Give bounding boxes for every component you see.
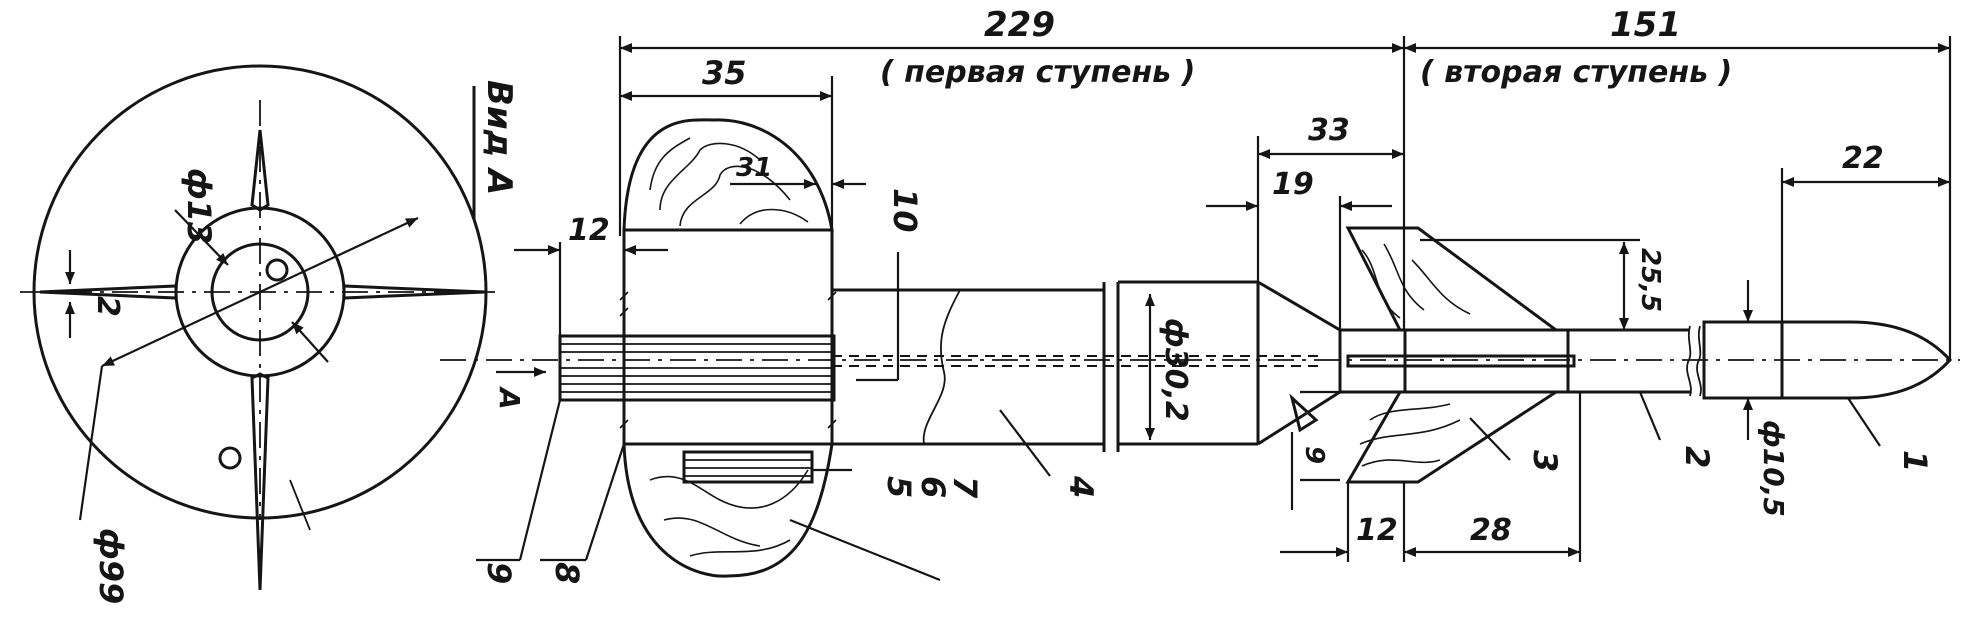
dim-31: 31 bbox=[736, 153, 772, 183]
dimensions: 229 151 ( первая ступень ) ( вторая ступ… bbox=[493, 5, 1952, 562]
dim-phi30-2: ф30,2 bbox=[1158, 318, 1193, 422]
callout-10: 10 bbox=[886, 188, 924, 233]
dim-phi99: ф99 bbox=[92, 528, 130, 604]
nose-cone bbox=[1702, 320, 1953, 400]
dim-phi13: ф13 bbox=[180, 168, 218, 244]
callout-8: 8 bbox=[548, 562, 586, 584]
dim-28: 28 bbox=[1470, 513, 1512, 548]
callout-2: 2 bbox=[1678, 446, 1716, 468]
stage1-fin bbox=[622, 118, 834, 578]
dim-229: 229 bbox=[984, 5, 1055, 45]
stage2-label: ( вторая ступень ) bbox=[1420, 55, 1732, 90]
callout-7: 7 bbox=[946, 476, 984, 499]
callout-6: 6 bbox=[914, 476, 952, 498]
motor-holder-upper bbox=[622, 228, 834, 338]
dim-12-bottom: 12 bbox=[1356, 513, 1398, 548]
callout-5: 5 bbox=[880, 476, 918, 498]
dim-35: 35 bbox=[702, 54, 747, 92]
dim-12-top: 12 bbox=[568, 213, 610, 248]
dim-22: 22 bbox=[1842, 141, 1884, 176]
launch-lug bbox=[682, 450, 814, 484]
callout-1: 1 bbox=[1896, 450, 1934, 472]
stage2-fins bbox=[1289, 226, 1562, 484]
arrow-letter-a: А bbox=[493, 386, 526, 410]
dim-19: 19 bbox=[1272, 167, 1314, 202]
dim-33: 33 bbox=[1308, 113, 1350, 148]
dim-phi10-5: ф10,5 bbox=[1757, 420, 1790, 517]
dim-9: 9 bbox=[1299, 446, 1329, 464]
callouts: 10 9 8 5 6 7 4 3 2 1 bbox=[476, 188, 1934, 584]
stage2-motor bbox=[1346, 354, 1576, 368]
dim-25-5: 25,5 bbox=[1635, 248, 1665, 312]
callout-9: 9 bbox=[480, 562, 518, 584]
callout-3: 3 bbox=[1526, 450, 1564, 472]
dim-151: 151 bbox=[1610, 5, 1681, 45]
callout-4: 4 bbox=[1062, 475, 1100, 498]
stage1-label: ( первая ступень ) bbox=[880, 55, 1195, 90]
fin-top bbox=[250, 129, 270, 212]
dim-2: 2 bbox=[90, 296, 125, 317]
view-a-label: Вид А bbox=[479, 80, 519, 195]
fin-bottom bbox=[250, 372, 270, 591]
rocket-side-view bbox=[440, 118, 1960, 578]
motor-holder-lower bbox=[622, 398, 834, 446]
end-view-a: 2 ф13 ф99 bbox=[20, 64, 495, 604]
transition-cone-bottom bbox=[1257, 390, 1568, 446]
